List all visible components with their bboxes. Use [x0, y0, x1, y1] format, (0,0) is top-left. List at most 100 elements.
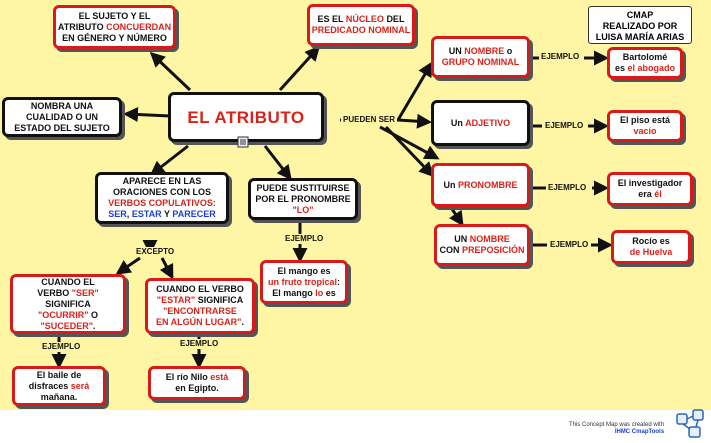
main-concept-label: EL ATRIBUTO — [187, 107, 305, 127]
cmaptools-brand: IHMC CmapTools — [614, 429, 665, 435]
node-ejemplo-baile[interactable]: El baile de disfraces será mañana. — [12, 366, 106, 406]
node-text: o — [506, 46, 513, 56]
node-ejemplo-investigador[interactable]: El investigador era él — [607, 172, 693, 206]
link-label-ejemplo: EJEMPLO — [283, 234, 326, 244]
node-text: Un — [450, 117, 463, 128]
link-label-ejemplo: EJEMPLO — [40, 342, 83, 352]
link-label-ejemplo: EJEMPLO — [546, 183, 589, 193]
footer-credit: This Concept Map was created with IHMC C… — [569, 422, 664, 436]
main-concept[interactable]: EL ATRIBUTO — [168, 92, 324, 142]
node-text-highlight: vacío — [633, 126, 657, 136]
node-text: , — [126, 209, 130, 219]
node-text: El piso está — [619, 115, 671, 125]
node-text-highlight: un fruto tropical — [268, 276, 337, 287]
node-text: en Egipto. — [175, 383, 219, 393]
node-text-highlight: CONCUERDAN — [106, 21, 172, 32]
node-text: es — [325, 287, 336, 298]
node-text: POR EL PRONOMBRE — [255, 193, 351, 204]
node-text-highlight: ADJETIVO — [465, 117, 511, 128]
node-estar[interactable]: CUANDO EL VERBO "ESTAR" SIGNIFICA "ENCON… — [145, 278, 255, 334]
node-text: DEL — [386, 14, 405, 24]
verb-estar: ESTAR — [131, 209, 162, 219]
node-text: O — [91, 309, 99, 320]
node-text-highlight: "SUCEDER" — [40, 320, 94, 331]
node-text: Bartolomé — [622, 52, 668, 62]
node-text: CUALIDAD O UN — [26, 111, 98, 122]
node-text: El río Nilo — [165, 372, 208, 382]
node-copulativos[interactable]: APARECE EN LAS ORACIONES CON LOS VERBOS … — [95, 172, 229, 224]
node-text-highlight: de Huelva — [629, 247, 673, 257]
node-text-highlight: "OCURRIR" — [37, 309, 89, 320]
node-text-highlight: "SER" — [71, 287, 99, 298]
node-nucleo[interactable]: ES EL NÚCLEO DEL PREDICADO NOMINAL — [307, 4, 415, 46]
node-text-highlight: el abogado — [627, 63, 676, 73]
node-text-highlight: está — [210, 372, 229, 382]
node-text: PUEDE SUSTITUIRSE — [256, 182, 350, 193]
node-concordancia[interactable]: EL SUJETO Y EL ATRIBUTO CONCUERDAN EN GÉ… — [53, 5, 176, 49]
footer — [0, 410, 711, 443]
node-text-highlight: "ESTAR" — [156, 295, 196, 305]
node-text-highlight: PRONOMBRE — [458, 179, 518, 190]
node-text: es — [614, 63, 625, 73]
credit-line: LUISA MARÍA ARIAS — [595, 32, 685, 42]
node-text: Rocío es — [632, 236, 670, 246]
node-ejemplo-bartolome[interactable]: Bartolomé es el abogado — [607, 47, 683, 79]
footer-line: This Concept Map was created with — [569, 422, 665, 428]
node-text-highlight: él — [654, 189, 662, 199]
node-text: EN GÉNERO Y NÚMERO — [62, 32, 167, 43]
node-ejemplo-mango[interactable]: El mango es un fruto tropical: El mango … — [260, 260, 348, 304]
node-text-highlight: "ENCONTRARSE — [163, 306, 237, 316]
connection-lines — [51, 45, 613, 369]
node-sustituir[interactable]: PUEDE SUSTITUIRSE POR EL PRONOMBRE "LO" — [248, 178, 358, 220]
node-text-highlight: "LO" — [292, 204, 314, 215]
node-text: Y — [164, 209, 170, 219]
node-text: Un — [443, 179, 456, 190]
node-adjetivo[interactable]: Un ADJETIVO — [431, 100, 530, 146]
node-text: SIGNIFICA — [45, 298, 91, 309]
node-text: : — [337, 276, 340, 287]
node-text: CON — [439, 245, 460, 255]
node-ser[interactable]: CUANDO EL VERBO "SER" SIGNIFICA "OCURRIR… — [10, 274, 126, 334]
cmap-credit-box: CMAP REALIZADO POR LUISA MARÍA ARIAS — [588, 6, 692, 44]
node-text: ESTADO DEL SUJETO — [14, 122, 110, 133]
node-pronombre[interactable]: Un PRONOMBRE — [431, 163, 530, 207]
node-text: El baile de — [36, 369, 82, 380]
node-ejemplo-piso[interactable]: El piso está vacío — [607, 110, 683, 142]
credit-line: REALIZADO POR — [602, 21, 678, 31]
node-text: APARECE EN LAS — [122, 176, 202, 186]
link-label-ejemplo: EJEMPLO — [543, 121, 586, 131]
node-text-highlight: NÚCLEO — [345, 14, 384, 24]
node-text: disfraces — [28, 380, 69, 391]
node-text: UN — [454, 234, 468, 244]
node-preposicion[interactable]: UN NOMBRE CON PREPOSICIÓN — [434, 224, 530, 266]
link-label-excepto: EXCEPTO — [134, 247, 177, 257]
node-text: . — [241, 317, 244, 327]
cmaptools-logo-icon — [676, 409, 704, 438]
link-label-ejemplo: EJEMPLO — [178, 339, 221, 349]
node-text: ATRIBUTO — [57, 21, 104, 32]
node-text: CUANDO EL — [41, 276, 95, 287]
node-text-highlight: PREPOSICIÓN — [462, 245, 525, 255]
node-text: VERBO — [37, 287, 70, 298]
node-text: ORACIONES CON LOS — [112, 187, 211, 197]
node-text-highlight: NOMBRE — [464, 46, 505, 56]
node-text: El investigador — [617, 178, 683, 188]
node-text: El mango — [272, 287, 313, 298]
node-text: . — [93, 320, 96, 331]
node-nombre[interactable]: UN NOMBRE o GRUPO NOMINAL — [431, 36, 530, 78]
node-ejemplo-rocio[interactable]: Rocío es de Huelva — [611, 230, 691, 264]
node-text: UN — [448, 46, 462, 56]
node-ejemplo-nilo[interactable]: El río Nilo está en Egipto. — [148, 366, 246, 400]
node-text: era — [638, 189, 652, 199]
node-nombra[interactable]: NOMBRA UNA CUALIDAD O UN ESTADO DEL SUJE… — [2, 97, 122, 137]
node-text-highlight: EN ALGÚN LUGAR" — [156, 317, 242, 327]
node-text: ES EL — [317, 14, 344, 24]
node-text-highlight: PREDICADO NOMINAL — [311, 25, 411, 35]
node-text: SIGNIFICA — [197, 295, 244, 305]
verb-ser: SER — [108, 209, 127, 219]
verb-parecer: PARECER — [172, 209, 216, 219]
node-text-highlight: GRUPO NOMINAL — [441, 57, 520, 67]
document-icon[interactable] — [237, 136, 249, 148]
node-text: NOMBRA UNA — [30, 100, 94, 111]
node-text: mañana. — [40, 391, 78, 402]
